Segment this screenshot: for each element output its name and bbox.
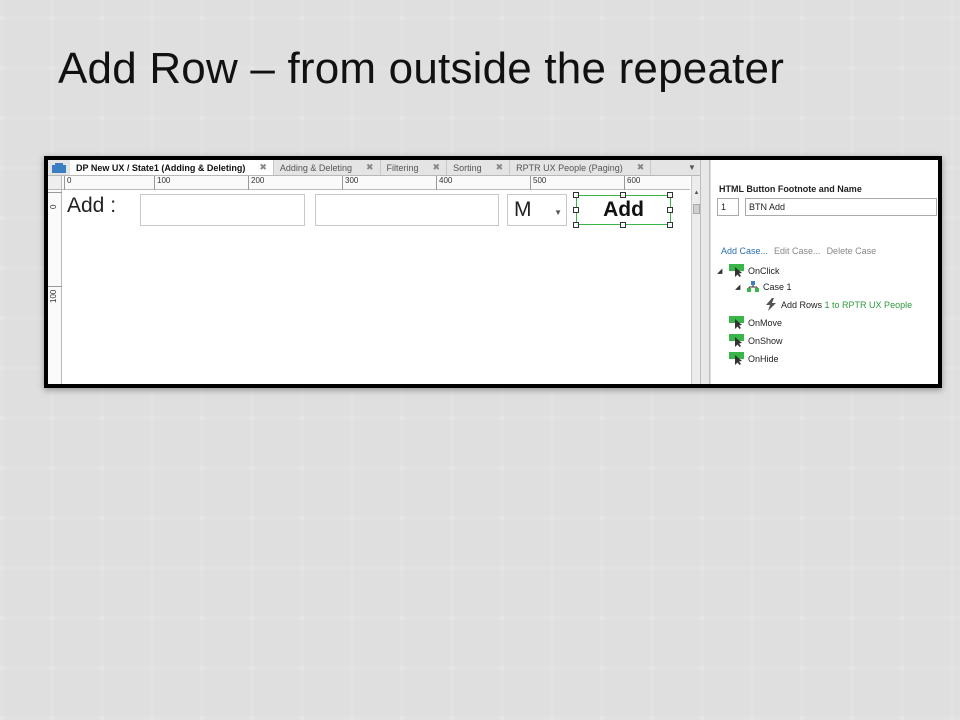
resize-handle[interactable] (667, 192, 673, 198)
event-label: OnMove (748, 317, 783, 328)
event-onshow[interactable]: OnShow (729, 334, 783, 347)
tab-label: Filtering (386, 162, 419, 173)
ruler-tick: 400 (436, 176, 452, 190)
add-case-link[interactable]: Add Case... (721, 246, 769, 256)
close-icon[interactable]: ✖ (636, 162, 645, 172)
vertical-scrollbar[interactable]: ▲ (691, 176, 700, 384)
tab-adding-deleting[interactable]: Adding & Deleting ✖ (274, 160, 381, 175)
panel-splitter[interactable] (700, 160, 710, 384)
cursor-event-icon (729, 352, 744, 365)
tab-rptr-paging[interactable]: RPTR UX People (Paging) ✖ (510, 160, 652, 175)
event-onhide[interactable]: OnHide (729, 352, 779, 365)
tab-label: Adding & Deleting (279, 162, 352, 173)
resize-handle[interactable] (573, 207, 579, 213)
tab-label: RPTR UX People (Paging) (516, 162, 623, 173)
add-button[interactable]: Add (576, 195, 671, 225)
event-onmove[interactable]: OnMove (729, 316, 782, 329)
tab-label: Sorting (453, 162, 482, 173)
edit-case-link[interactable]: Edit Case... (774, 246, 821, 256)
event-label: OnHide (748, 353, 779, 364)
chevron-down-icon: ▼ (554, 208, 562, 217)
footnote-field[interactable]: 1 (717, 198, 739, 216)
tab-label: DP New UX / State1 (Adding & Deleting) (76, 162, 246, 173)
resize-handle[interactable] (573, 222, 579, 228)
expand-icon[interactable]: ◢ (735, 284, 741, 291)
resize-handle[interactable] (620, 222, 626, 228)
ruler-tick: 100 (154, 176, 170, 190)
case-label: Case 1 (763, 282, 792, 292)
lightning-icon (765, 298, 777, 311)
tab-filtering[interactable]: Filtering ✖ (381, 160, 448, 175)
last-name-field[interactable] (315, 194, 499, 226)
close-icon[interactable]: ✖ (365, 162, 374, 172)
tab-sorting[interactable]: Sorting ✖ (447, 160, 511, 175)
cursor-event-icon (729, 316, 744, 329)
event-label: OnShow (748, 335, 783, 346)
ruler-tick: 100 (48, 286, 62, 376)
resize-handle[interactable] (620, 192, 626, 198)
ruler-top: 0 100 200 300 400 500 600 (62, 176, 690, 190)
design-canvas[interactable]: Add : M ▼ Add (63, 191, 691, 384)
case-tree-icon (747, 281, 759, 293)
delete-case-link[interactable]: Delete Case (826, 246, 877, 256)
panel-title: HTML Button Footnote and Name (719, 184, 862, 194)
tab-state1[interactable]: DP New UX / State1 (Adding & Deleting) ✖ (70, 160, 274, 175)
ruler-tick: 300 (342, 176, 358, 190)
close-icon[interactable]: ✖ (259, 162, 267, 172)
resize-handle[interactable] (667, 207, 673, 213)
resize-handle[interactable] (667, 222, 673, 228)
event-label: OnClick (748, 265, 780, 276)
properties-panel: HTML Button Footnote and Name 1 BTN Add … (710, 160, 938, 384)
scroll-thumb[interactable] (693, 204, 700, 214)
scroll-up-icon[interactable]: ▲ (693, 190, 700, 196)
ruler-tick: 0 (64, 176, 71, 190)
close-icon[interactable]: ✖ (432, 162, 441, 172)
tab-bar: DP New UX / State1 (Adding & Deleting) ✖… (48, 160, 700, 176)
ruler-tick: 500 (530, 176, 546, 190)
cursor-event-icon (729, 264, 744, 277)
add-label: Add : (67, 194, 117, 217)
first-name-field[interactable] (140, 194, 305, 226)
cursor-event-icon (729, 334, 744, 347)
name-field[interactable]: BTN Add (745, 198, 937, 216)
ruler-tick: 0 (48, 192, 62, 282)
page-icon (48, 160, 70, 175)
expand-icon[interactable]: ◢ (717, 267, 723, 275)
screenshot-frame: DP New UX / State1 (Adding & Deleting) ✖… (44, 156, 942, 388)
select-value: M (514, 198, 532, 221)
slide-title: Add Row – from outside the repeater (58, 44, 785, 93)
event-onclick[interactable]: ◢ OnClick (717, 264, 780, 277)
action-target: 1 to RPTR UX People (824, 299, 913, 310)
gender-select[interactable]: M ▼ (507, 194, 567, 226)
ruler-corner (48, 176, 62, 190)
resize-handle[interactable] (573, 192, 579, 198)
action-label: Add Rows 1 to RPTR UX People (781, 299, 913, 310)
ruler-tick: 200 (248, 176, 264, 190)
action-add-rows[interactable]: Add Rows 1 to RPTR UX People (765, 298, 912, 311)
case-links: Add Case... Edit Case... Delete Case (721, 246, 876, 256)
close-icon[interactable]: ✖ (495, 162, 504, 172)
ruler-tick: 600 (624, 176, 640, 190)
ruler-left: 0 100 (48, 190, 62, 384)
tab-overflow-icon[interactable]: ▼ (688, 163, 696, 172)
case-1[interactable]: ◢ Case 1 (735, 281, 792, 293)
